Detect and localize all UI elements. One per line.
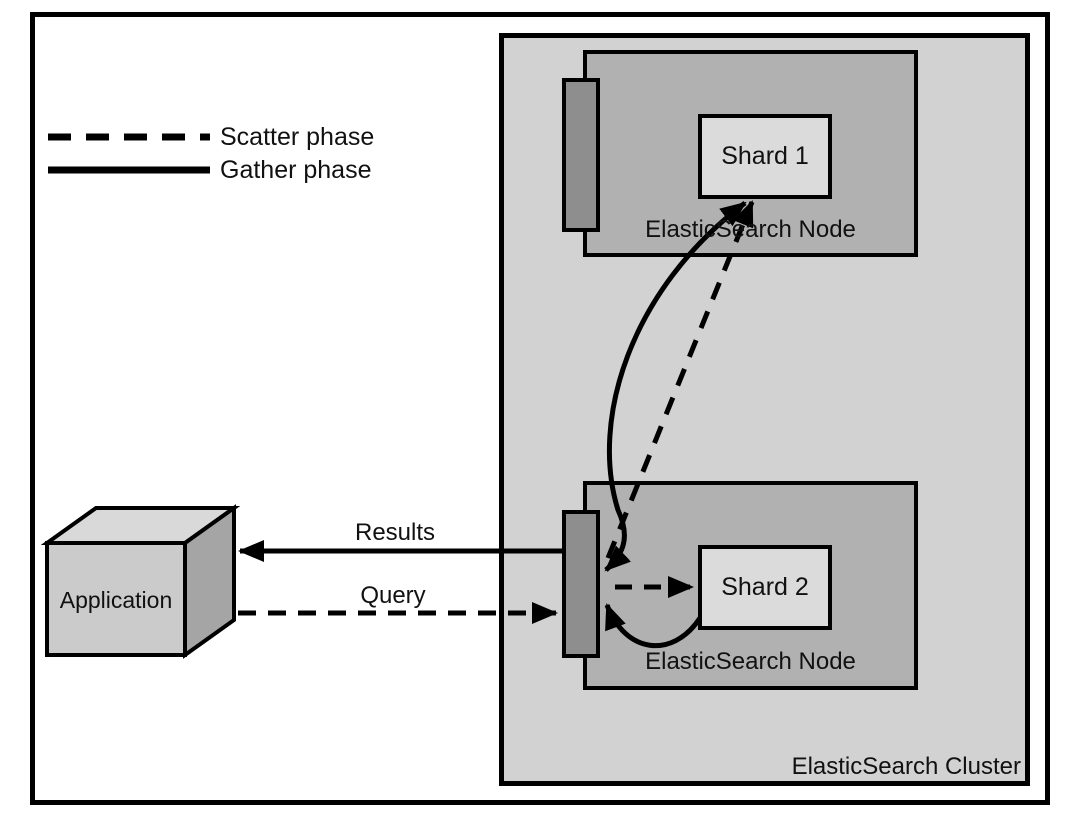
cluster-label: ElasticSearch Cluster — [791, 753, 1021, 780]
query-edge-label: Query — [360, 582, 426, 609]
node-2-label: ElasticSearch Node — [645, 648, 856, 675]
shard-2-label: Shard 2 — [721, 573, 809, 601]
node-2-connector — [562, 510, 600, 658]
shard-1-label: Shard 1 — [721, 142, 809, 170]
legend-gather-label: Gather phase — [220, 156, 372, 184]
node-1-connector — [562, 78, 600, 232]
shard-1-box: Shard 1 — [698, 114, 832, 199]
shard-2-box: Shard 2 — [698, 545, 832, 630]
results-edge-label: Results — [354, 519, 436, 546]
legend-scatter-label: Scatter phase — [220, 123, 375, 151]
outer-border — [30, 12, 1050, 805]
node-1-label: ElasticSearch Node — [645, 216, 856, 243]
application-label: Application — [59, 587, 173, 613]
